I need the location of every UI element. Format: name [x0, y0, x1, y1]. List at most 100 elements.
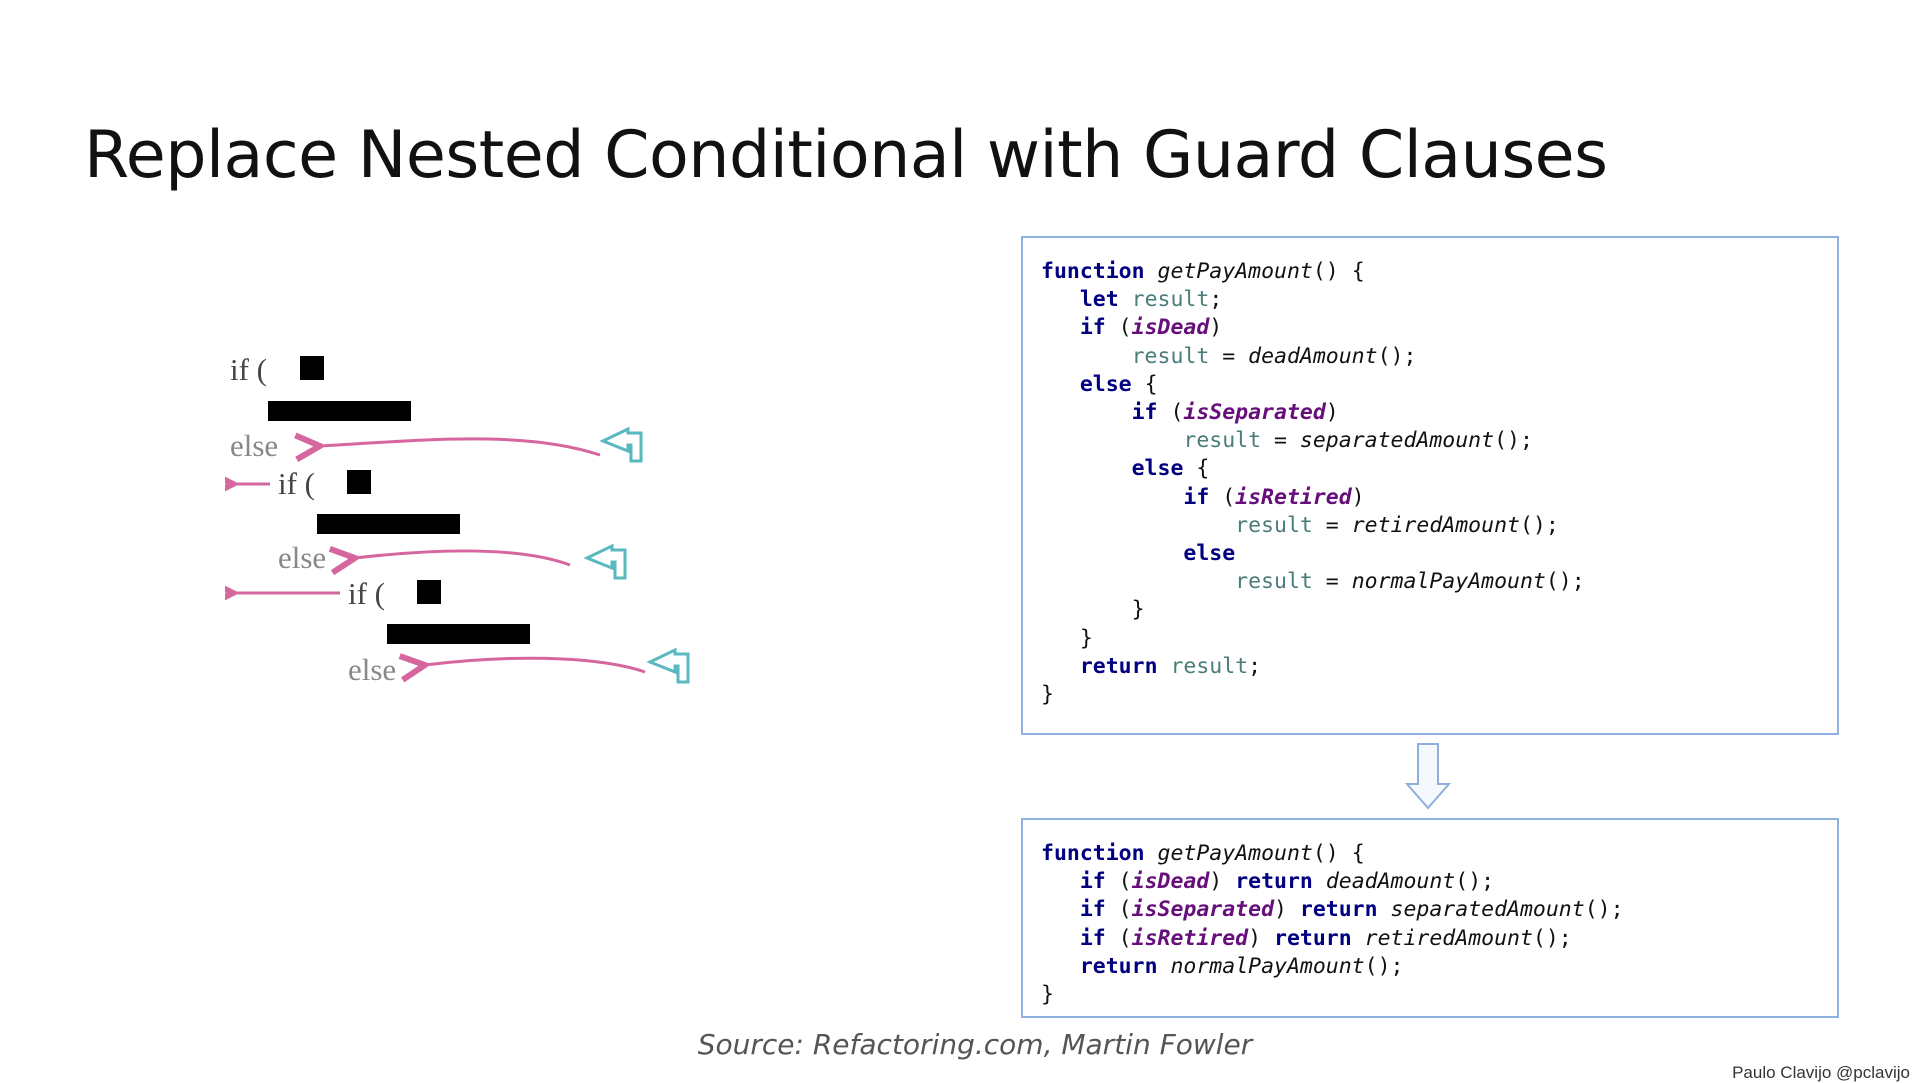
- code-token: [1041, 287, 1080, 312]
- code-token: [1041, 926, 1080, 951]
- code-line: }: [1041, 597, 1145, 622]
- code-token: isRetired: [1235, 484, 1352, 510]
- code-token: if: [1079, 315, 1106, 341]
- if-keyword-3: if (: [348, 576, 386, 611]
- code-line: if (isSeparated): [1041, 400, 1339, 425]
- code-line: result = deadAmount();: [1041, 343, 1417, 369]
- redacted-condition-2: [347, 470, 371, 494]
- code-token: if: [1079, 925, 1106, 951]
- code-line: }: [1041, 626, 1093, 651]
- code-line: }: [1041, 682, 1054, 707]
- else-keyword-3: else: [348, 652, 397, 687]
- else-keyword-2: else: [278, 540, 327, 575]
- source-caption: Source: Refactoring.com, Martin Fowler: [697, 1028, 1253, 1061]
- code-token: [1119, 287, 1132, 312]
- code-token: =: [1312, 512, 1352, 538]
- code-token: ;: [1209, 287, 1223, 313]
- code-line: else {: [1041, 372, 1158, 397]
- code-token: isDead: [1131, 869, 1210, 895]
- code-token: (: [1209, 484, 1236, 510]
- code-token: ();: [1545, 569, 1585, 595]
- code-token: ): [1325, 400, 1339, 426]
- code-token: return: [1274, 925, 1352, 951]
- code-line: return normalPayAmount();: [1041, 953, 1404, 979]
- if-keyword-1: if (: [230, 352, 268, 387]
- redacted-body-3: [387, 624, 530, 644]
- code-token: [1158, 654, 1171, 679]
- code-token: if: [1183, 484, 1210, 510]
- code-token: return: [1299, 897, 1378, 923]
- code-token: [1145, 841, 1158, 866]
- arrow-to-else-3: [425, 658, 646, 672]
- code-line: else: [1041, 541, 1235, 566]
- code-token: isSeparated: [1131, 897, 1275, 923]
- code-token: [1041, 372, 1080, 397]
- code-token: result: [1235, 569, 1313, 595]
- code-token: normalPayAmount: [1351, 569, 1546, 595]
- code-line: result = retiredAmount();: [1041, 513, 1559, 538]
- code-line: if (isRetired) return retiredAmount();: [1041, 926, 1572, 951]
- code-token: function: [1041, 841, 1145, 866]
- code-token: [1352, 926, 1365, 951]
- code-token: if: [1131, 400, 1158, 426]
- code-token: =: [1209, 343, 1249, 369]
- code-token: [1041, 315, 1080, 340]
- code-line: }: [1041, 982, 1054, 1007]
- code-token: () {: [1312, 259, 1365, 284]
- code-after-block: function getPayAmount() { if (isDead) re…: [1041, 840, 1624, 1009]
- code-token: normalPayAmount: [1170, 953, 1365, 979]
- code-before-block: function getPayAmount() { let result; if…: [1041, 258, 1585, 709]
- arrow-to-else-1: [320, 439, 601, 455]
- code-token: (: [1105, 315, 1132, 341]
- code-line: function getPayAmount() {: [1041, 259, 1365, 284]
- code-token: isRetired: [1131, 925, 1249, 951]
- code-token: getPayAmount: [1157, 841, 1313, 866]
- code-token: }: [1041, 625, 1093, 651]
- code-token: [1158, 954, 1171, 979]
- code-token: result: [1131, 287, 1210, 313]
- code-token: separatedAmount: [1299, 428, 1495, 454]
- code-token: ;: [1248, 653, 1262, 679]
- code-token: isDead: [1131, 315, 1210, 341]
- code-token: [1041, 513, 1235, 538]
- code-token: [1041, 954, 1080, 979]
- code-line: if (isRetired): [1041, 484, 1365, 510]
- code-token: [1041, 456, 1132, 481]
- code-token: [1041, 428, 1183, 453]
- code-token: retiredAmount: [1364, 925, 1533, 951]
- code-token: ();: [1519, 512, 1559, 538]
- code-token: }: [1041, 682, 1054, 708]
- code-token: result: [1131, 343, 1210, 369]
- code-token: result: [1183, 428, 1262, 454]
- code-token: ();: [1532, 925, 1572, 951]
- code-line: if (isDead): [1041, 315, 1222, 340]
- code-token: [1041, 485, 1183, 510]
- slide-title: Replace Nested Conditional with Guard Cl…: [84, 118, 1608, 193]
- code-token: result: [1235, 512, 1313, 538]
- code-token: else: [1183, 541, 1236, 567]
- code-token: else: [1131, 456, 1184, 482]
- code-token: retiredAmount: [1351, 512, 1520, 538]
- code-token: [1041, 897, 1080, 922]
- code-line: result = separatedAmount();: [1041, 428, 1533, 453]
- code-token: [1313, 869, 1326, 894]
- code-token: [1041, 541, 1183, 566]
- code-line: if (isDead) return deadAmount();: [1041, 869, 1494, 894]
- code-line: else {: [1041, 456, 1210, 482]
- code-token: (: [1157, 400, 1184, 426]
- arrow-to-else-2: [355, 551, 571, 565]
- nested-conditional-diagram: if ( else if ( else if ( else: [225, 340, 745, 720]
- code-token: () {: [1312, 841, 1365, 866]
- code-token: (: [1105, 869, 1132, 895]
- code-token: ): [1274, 897, 1300, 923]
- code-after-panel: function getPayAmount() { if (isDead) re…: [1021, 818, 1839, 1018]
- code-token: {: [1131, 371, 1158, 397]
- code-token: [1041, 569, 1235, 594]
- down-arrow-icon: [1404, 743, 1452, 810]
- redacted-body-2: [317, 514, 460, 534]
- code-line: if (isSeparated) return separatedAmount(…: [1041, 897, 1624, 922]
- code-token: ();: [1455, 869, 1495, 895]
- code-token: return: [1235, 869, 1313, 895]
- code-token: ): [1351, 484, 1365, 510]
- if-keyword-2: if (: [278, 466, 316, 501]
